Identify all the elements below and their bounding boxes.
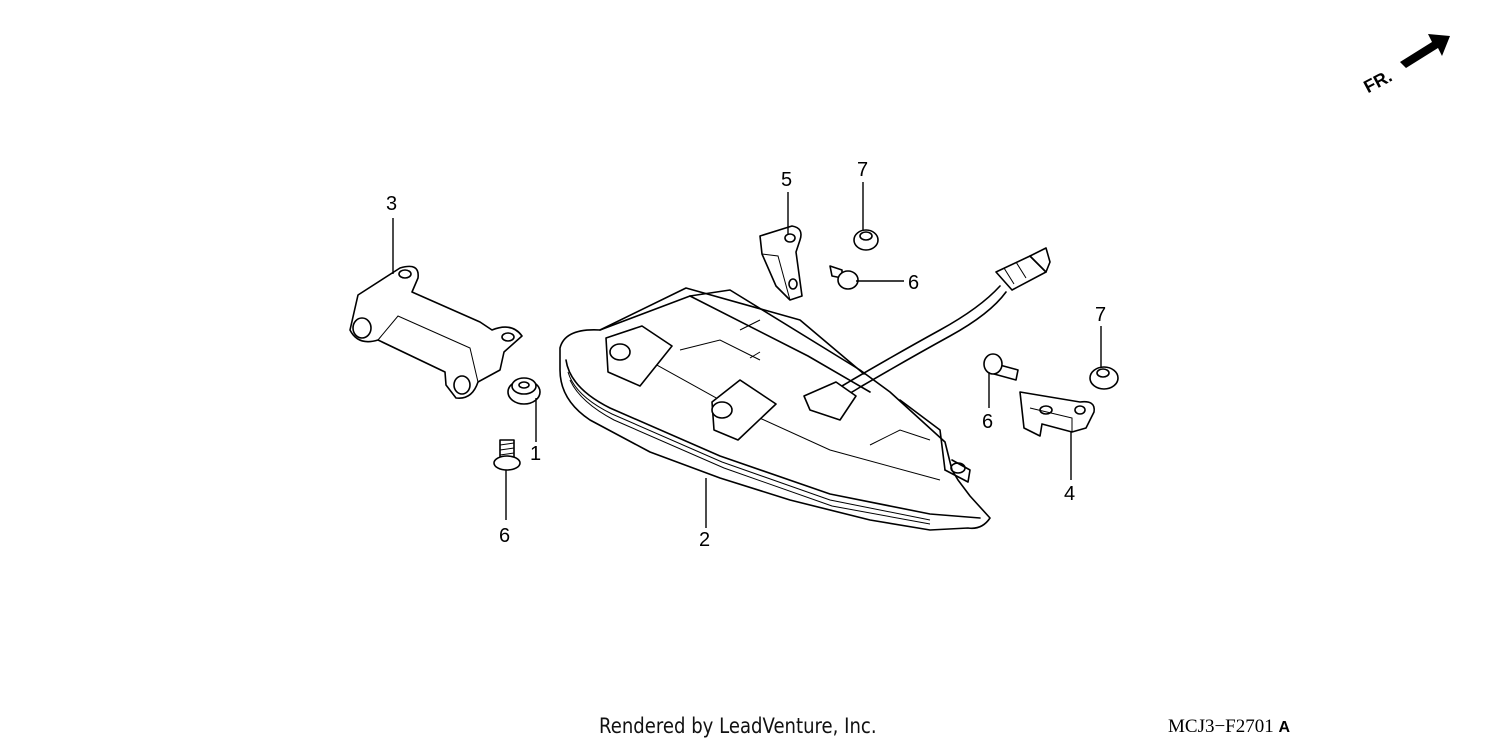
callout-7-right: 7	[1095, 304, 1106, 326]
callout-4: 4	[1064, 483, 1075, 505]
part-7-nut-upper	[853, 229, 879, 251]
part-6-screw-right	[983, 353, 1019, 381]
diagram-code: MCJ3−F2701 A	[1168, 716, 1290, 738]
callout-6-lower-left: 6	[499, 525, 510, 547]
wire-harness	[803, 247, 1051, 421]
diagram-code-number: MCJ3−F2701	[1168, 716, 1274, 737]
leader-lines	[392, 182, 1102, 528]
front-direction-indicator: FR.	[1360, 34, 1450, 97]
front-label: FR.	[1360, 66, 1395, 97]
part-6-screw-lower-left	[493, 439, 521, 471]
part-6-screw-upper	[829, 265, 859, 290]
callout-6-right: 6	[982, 411, 993, 433]
part-4-bracket	[1019, 391, 1096, 437]
callout-5: 5	[781, 169, 792, 191]
part-7-nut-right	[1089, 366, 1119, 390]
part-5-bracket	[759, 225, 803, 301]
part-1-grommet	[507, 377, 541, 405]
front-arrow-icon	[1400, 34, 1450, 68]
callout-2: 2	[699, 529, 710, 551]
part-2-tail-lamp	[559, 287, 991, 531]
callout-7-upper: 7	[857, 159, 868, 181]
callout-1: 1	[530, 443, 541, 465]
callout-6-upper: 6	[908, 272, 919, 294]
callout-3: 3	[386, 193, 397, 215]
part-3-bracket	[349, 265, 523, 399]
render-credit: Rendered by LeadVenture, Inc.	[599, 714, 877, 738]
diagram-code-suffix: A	[1278, 719, 1291, 736]
